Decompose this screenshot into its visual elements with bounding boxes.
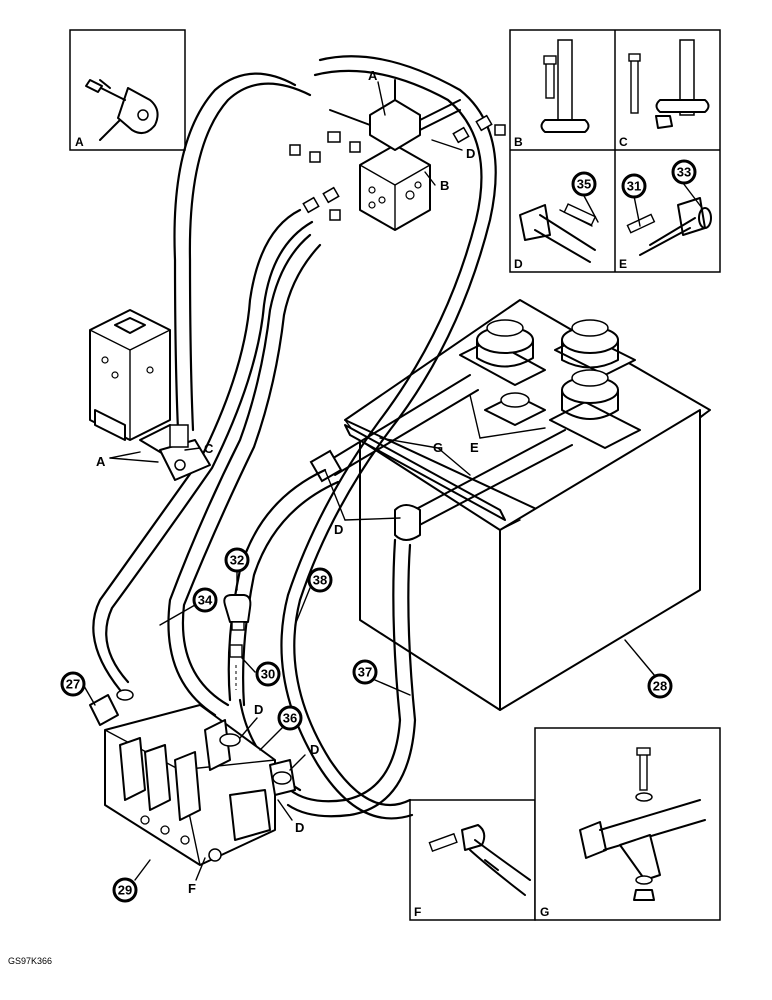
label-d-valve-3: D: [295, 820, 304, 835]
panel-g-label: G: [540, 905, 549, 919]
panel-e-label: E: [619, 257, 627, 271]
svg-text:31: 31: [627, 179, 641, 194]
panel-b-label: B: [514, 135, 523, 149]
svg-text:38: 38: [313, 573, 327, 588]
svg-text:34: 34: [198, 593, 213, 608]
callout-34: 34: [192, 587, 218, 613]
label-a-left: A: [96, 454, 106, 469]
panel-a-label: A: [75, 135, 84, 149]
callout-28: 28: [647, 673, 673, 699]
callout-31: 31: [621, 173, 647, 199]
panel-c-label: C: [619, 135, 628, 149]
control-valve-stack: [89, 689, 296, 866]
letter-labels: A D B C A G E D D D D F: [96, 68, 479, 896]
label-f: F: [188, 881, 196, 896]
label-b: B: [440, 178, 449, 193]
svg-text:29: 29: [118, 883, 132, 898]
panel-d-label: D: [514, 257, 523, 271]
callout-37: 37: [352, 659, 378, 685]
filter-bowl-2: [554, 319, 636, 376]
callout-29: 29: [112, 877, 138, 903]
svg-text:37: 37: [358, 665, 372, 680]
callout-30: 30: [255, 661, 281, 687]
svg-text:28: 28: [653, 679, 667, 694]
reference-code: GS97K366: [8, 956, 52, 966]
label-c: C: [204, 441, 214, 456]
svg-text:32: 32: [230, 553, 244, 568]
svg-text:30: 30: [261, 667, 275, 682]
filter-bowl-1: [459, 319, 546, 386]
detail-panel-g: G: [534, 727, 721, 921]
label-e: E: [470, 440, 479, 455]
label-a-top: A: [368, 68, 378, 83]
callout-38: 38: [307, 567, 333, 593]
detail-panel-f: F: [409, 799, 536, 921]
filter-bowl-3: [549, 369, 641, 449]
callout-33: 33: [671, 159, 697, 185]
callout-32: 32: [224, 547, 250, 573]
label-g: G: [433, 440, 443, 455]
left-valve-block: [89, 309, 211, 481]
svg-text:27: 27: [66, 677, 80, 692]
panel-f-label: F: [414, 905, 421, 919]
svg-text:33: 33: [677, 165, 691, 180]
callout-27: 27: [60, 671, 86, 697]
callout-35: 35: [571, 171, 597, 197]
svg-text:36: 36: [283, 711, 297, 726]
detail-panel-b: B: [514, 39, 590, 149]
breather-cap: [484, 392, 546, 426]
callout-numbers: 35 31 33 32 34 38 30 37: [60, 159, 697, 903]
svg-text:35: 35: [577, 177, 591, 192]
label-d-valve-1: D: [254, 702, 263, 717]
detail-grid-bcde: B C D E: [509, 29, 721, 273]
detail-panel-d: D: [514, 203, 597, 271]
callout-36: 36: [277, 705, 303, 731]
label-d-top: D: [466, 146, 475, 161]
pressure-switch: [223, 594, 252, 690]
label-d-valve-2: D: [310, 742, 319, 757]
detail-panel-a: A: [69, 29, 186, 151]
leader-lines: [83, 81, 703, 881]
top-manifold: [289, 79, 506, 231]
hydraulic-tank: [344, 299, 711, 711]
detail-panel-c: C: [619, 39, 710, 149]
label-d-tank: D: [334, 522, 343, 537]
hoses: [92, 55, 497, 820]
